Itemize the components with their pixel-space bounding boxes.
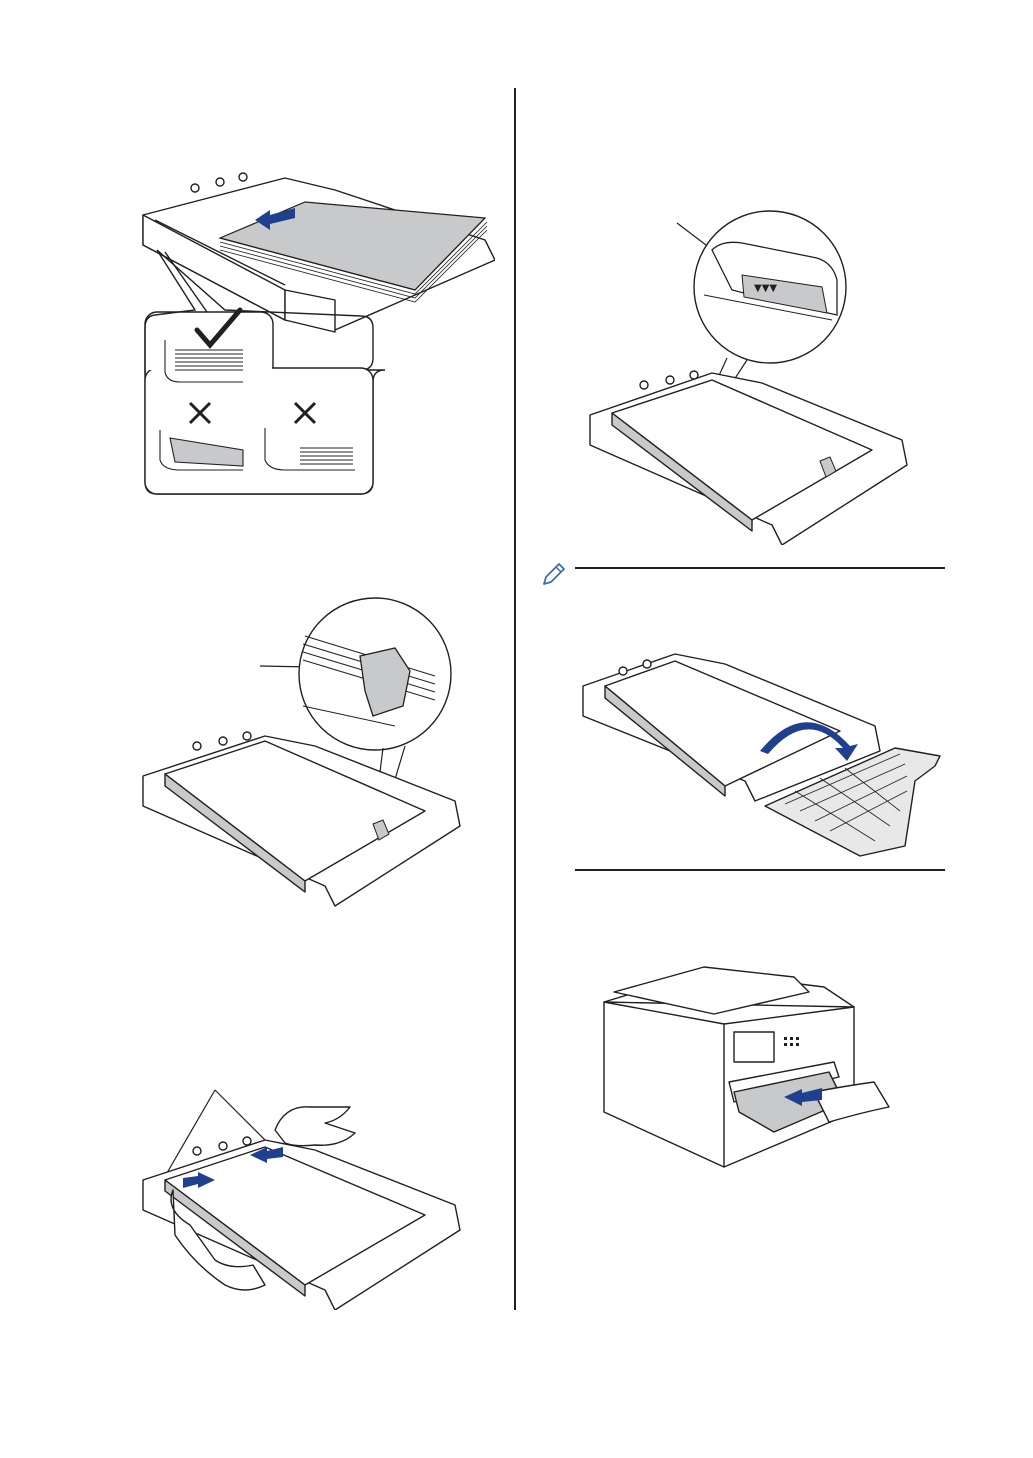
figure-length-guide (135, 596, 465, 911)
note-pencil-icon (540, 560, 568, 588)
figure-side-guides (135, 1085, 465, 1310)
figure-tray-cover (575, 636, 945, 861)
column-divider (514, 88, 516, 1310)
note-top-rule (575, 567, 945, 569)
note-bottom-rule (575, 869, 945, 871)
figure-max-mark: ▼▼▼ (582, 205, 912, 545)
figure-printer (584, 962, 904, 1172)
max-mark-glyphs: ▼▼▼ (754, 283, 777, 294)
figure-insert-paper (135, 160, 495, 500)
